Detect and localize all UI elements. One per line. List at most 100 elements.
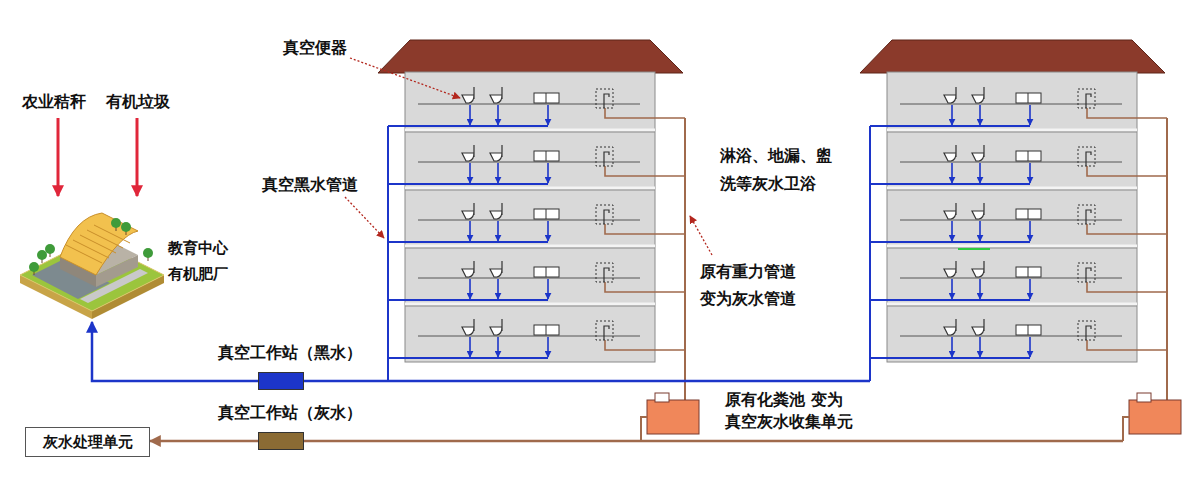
annotation: 有机垃圾 xyxy=(106,92,170,112)
plant-building xyxy=(60,237,138,275)
vacuum-toilet xyxy=(462,87,474,103)
shower xyxy=(596,147,613,166)
station-box xyxy=(258,372,304,390)
shower-head xyxy=(1086,152,1091,166)
roof-rib xyxy=(66,245,102,263)
floor-slab xyxy=(405,248,655,249)
vacuum-drop xyxy=(469,163,471,183)
floor-slab xyxy=(405,245,655,248)
ground xyxy=(20,239,164,311)
node-caption: 教育中心 有机肥厂 xyxy=(168,235,233,287)
shower xyxy=(1078,89,1095,108)
gravity-pipe xyxy=(1087,340,1167,350)
floor-line xyxy=(900,336,1122,337)
vacuum-toilet xyxy=(972,203,984,219)
collection-tank xyxy=(1129,400,1181,434)
vacuum-toilet xyxy=(972,261,984,277)
floor-line xyxy=(418,104,640,105)
shower-head xyxy=(604,94,609,108)
building-wall xyxy=(887,72,1137,362)
vacuum-toilet xyxy=(490,261,502,277)
vacuum-drop xyxy=(1029,105,1031,125)
station-heading: 真空工作站（黑水） xyxy=(218,343,362,363)
tank-outlet xyxy=(1123,417,1129,441)
wash-basin xyxy=(534,93,559,103)
vacuum-main xyxy=(218,380,870,383)
floor-slab xyxy=(887,306,1137,307)
arched-roof xyxy=(60,213,138,275)
floor-line xyxy=(900,104,1122,105)
floor-line xyxy=(900,220,1122,221)
wash-basin xyxy=(534,151,559,161)
vacuum-drop xyxy=(547,163,549,183)
vacuum-toilet xyxy=(944,319,956,335)
floor-slab xyxy=(405,190,655,191)
shower-head xyxy=(604,326,609,340)
station-node: 真空工作站（灰水） xyxy=(218,403,390,451)
plant-building xyxy=(96,255,138,287)
floor-slab xyxy=(405,303,655,306)
vacuum-drop xyxy=(951,221,953,241)
gravity-pipe xyxy=(605,166,685,176)
input-arrow xyxy=(57,118,60,196)
wash-basin xyxy=(546,325,547,335)
vacuum-branch xyxy=(388,241,548,243)
wash-basin xyxy=(546,267,547,277)
tree-trunk xyxy=(50,249,51,257)
vacuum-drop xyxy=(497,163,499,183)
wash-basin xyxy=(1016,325,1041,335)
collection-tank xyxy=(647,400,699,434)
vacuum-riser xyxy=(869,126,871,381)
pipe-connector xyxy=(92,322,218,381)
vacuum-drop xyxy=(547,337,549,357)
vacuum-drop xyxy=(951,337,953,357)
vacuum-toilet xyxy=(462,319,474,335)
box-label: 灰水处理单元 xyxy=(43,433,133,452)
vacuum-drop xyxy=(547,279,549,299)
floor-slab xyxy=(887,303,1137,306)
wash-basin xyxy=(1028,267,1029,277)
flow-mark xyxy=(958,248,990,250)
wash-basin xyxy=(1028,93,1029,103)
gravity-pipe xyxy=(605,224,685,234)
vacuum-toilet xyxy=(490,87,502,103)
vacuum-drop xyxy=(497,279,499,299)
input-arrow xyxy=(136,118,139,196)
gravity-pipe xyxy=(605,282,685,292)
vacuum-branch xyxy=(870,299,1030,301)
wash-basin xyxy=(1016,267,1041,277)
vacuum-drop xyxy=(979,163,981,183)
vacuum-drop xyxy=(979,105,981,125)
vacuum-drop xyxy=(951,105,953,125)
tree xyxy=(121,222,131,232)
building-wall xyxy=(405,72,655,362)
roof-rib xyxy=(80,235,116,253)
floor-line xyxy=(418,336,640,337)
station-node: 真空工作站（黑水） xyxy=(218,343,390,391)
tree xyxy=(45,244,55,254)
plant-picture xyxy=(20,195,166,320)
vacuum-drop xyxy=(547,221,549,241)
gravity-stack xyxy=(684,118,686,400)
shower-head xyxy=(604,210,609,224)
tank-hatch xyxy=(1137,393,1151,402)
tree xyxy=(143,248,153,258)
leader-line xyxy=(350,58,460,98)
shower-head xyxy=(604,152,609,166)
vacuum-toilet xyxy=(944,87,956,103)
vacuum-riser xyxy=(387,126,389,381)
wash-basin xyxy=(534,267,559,277)
annotation: 淋浴、地漏、盥洗等灰水卫浴 xyxy=(720,142,837,198)
wash-basin xyxy=(534,209,559,219)
gravity-pipe xyxy=(1087,108,1167,118)
vacuum-branch xyxy=(388,357,548,359)
tree-trunk xyxy=(148,253,149,261)
leader-line xyxy=(690,216,712,255)
floor-line xyxy=(418,220,640,221)
tank-hatch xyxy=(655,393,669,402)
floor-slab xyxy=(405,129,655,132)
vacuum-drop xyxy=(469,105,471,125)
wash-basin xyxy=(546,151,547,161)
